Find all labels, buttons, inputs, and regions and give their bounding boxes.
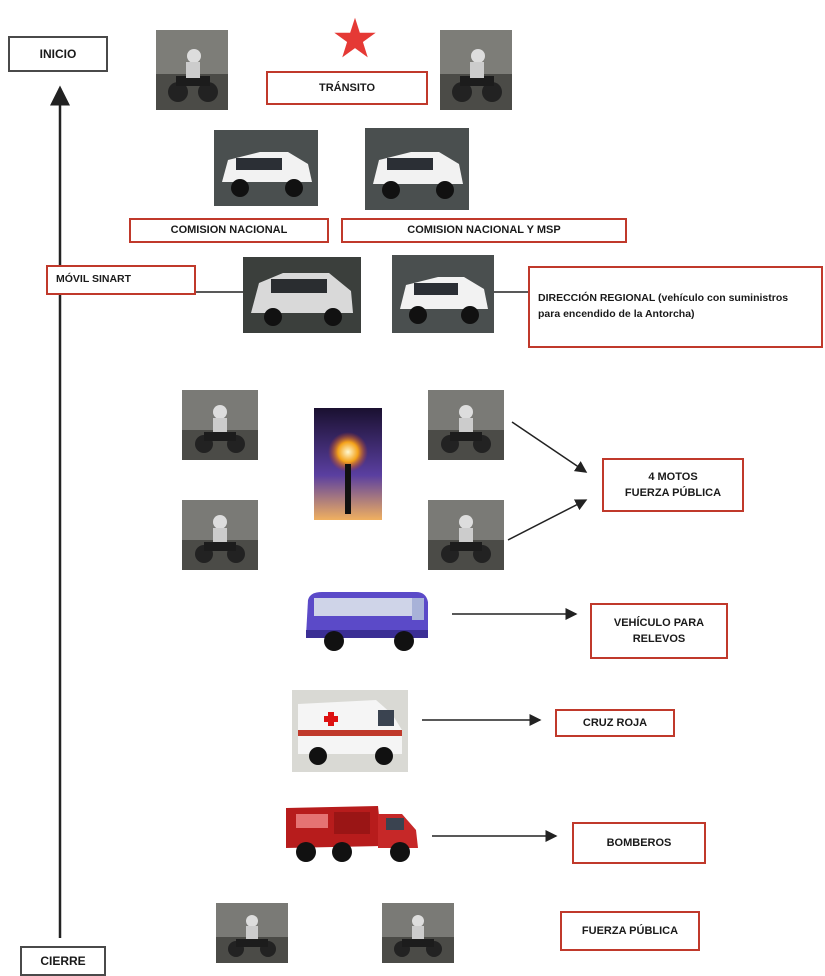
comision-msp-box: COMISION NACIONAL Y MSP bbox=[341, 218, 627, 243]
motorcycle-photo bbox=[182, 500, 258, 570]
comision-nacional-box: COMISION NACIONAL bbox=[129, 218, 329, 243]
movil-sinart-box: MÓVIL SINART bbox=[46, 265, 196, 295]
relevos-line1-label: VEHÍCULO PARA bbox=[613, 616, 705, 629]
pickup-truck-photo bbox=[365, 128, 469, 210]
cruz-roja-box: CRUZ ROJA bbox=[555, 709, 675, 737]
car-photo bbox=[243, 257, 361, 333]
motos-agency-label: FUERZA PÚBLICA bbox=[624, 487, 722, 499]
motos-fuerza-publica-box: 4 MOTOS FUERZA PÚBLICA bbox=[602, 458, 744, 512]
inicio-label: INICIO bbox=[8, 36, 108, 72]
motorcycle-photo bbox=[216, 903, 288, 963]
star-icon bbox=[333, 16, 377, 60]
transito-box: TRÁNSITO bbox=[266, 71, 428, 105]
bus-photo bbox=[300, 586, 432, 656]
motorcycle-photo bbox=[428, 500, 504, 570]
pickup-truck-photo bbox=[214, 130, 318, 206]
fuerza-publica-box: FUERZA PÚBLICA bbox=[560, 911, 700, 951]
ambulance-photo bbox=[292, 690, 408, 772]
pickup-truck-photo bbox=[392, 255, 494, 333]
motos-count-label: 4 MOTOS bbox=[648, 470, 698, 483]
motorcycle-photo bbox=[182, 390, 258, 460]
motorcycle-photo bbox=[382, 903, 454, 963]
motorcycle-photo bbox=[428, 390, 504, 460]
motorcycle-photo bbox=[156, 30, 228, 110]
fire-truck-photo bbox=[282, 800, 424, 866]
moto-arrow-lower bbox=[507, 499, 588, 541]
direccion-regional-box: DIRECCIÓN REGIONAL (vehículo con suminis… bbox=[528, 266, 823, 348]
moto-arrow-upper bbox=[511, 421, 588, 473]
bomberos-box: BOMBEROS bbox=[572, 822, 706, 864]
motorcycle-photo bbox=[440, 30, 512, 110]
cierre-label: CIERRE bbox=[20, 946, 106, 976]
vehiculo-relevos-box: VEHÍCULO PARA RELEVOS bbox=[590, 603, 728, 659]
torch-photo bbox=[314, 408, 382, 520]
relevos-line2-label: RELEVOS bbox=[632, 633, 686, 645]
